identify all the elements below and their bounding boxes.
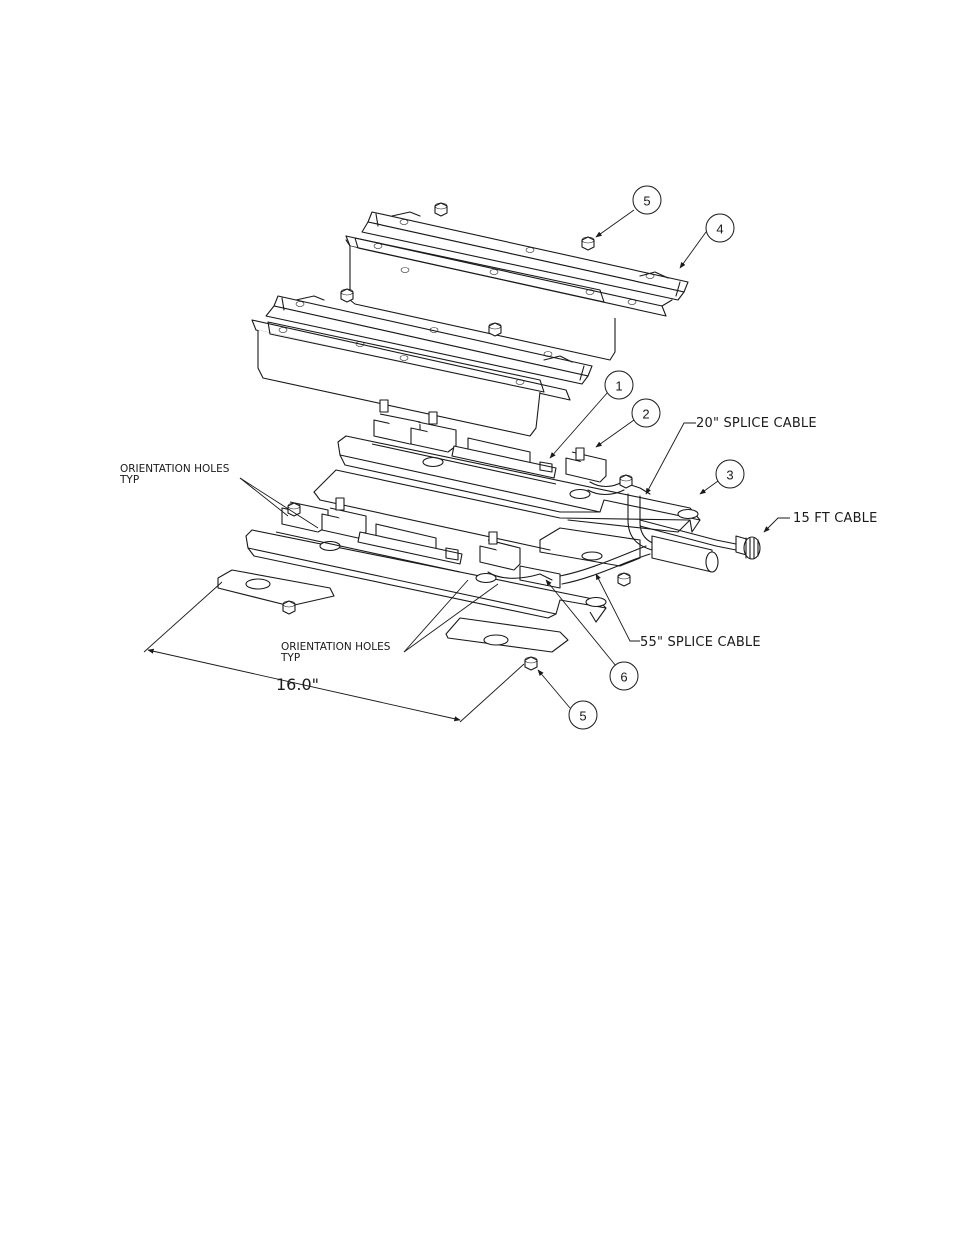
svg-text:1: 1 <box>615 379 622 394</box>
hex-nut <box>282 600 296 615</box>
hex-nut <box>524 656 538 671</box>
heater-clip-assembly-rear <box>371 399 651 496</box>
cable-connector <box>715 535 761 560</box>
top-cover-rear <box>345 211 689 361</box>
svg-text:6: 6 <box>620 670 627 685</box>
balloon-6: 6 <box>609 661 639 691</box>
svg-text:3: 3 <box>726 468 733 483</box>
label-orientation-holes-upper: ORIENTATION HOLES <box>120 463 230 475</box>
svg-text:4: 4 <box>716 222 723 237</box>
label-orientation-holes-lower: ORIENTATION HOLES <box>281 641 391 653</box>
heater-clip-assembly-front <box>275 497 561 589</box>
hex-nut <box>581 236 595 251</box>
svg-text:5: 5 <box>579 709 586 724</box>
rear-base-rail <box>313 435 701 551</box>
dimension-width <box>143 581 525 723</box>
balloon-3: 3 <box>715 459 745 489</box>
hex-nut <box>434 202 448 217</box>
hex-nut <box>619 474 633 489</box>
svg-text:2: 2 <box>642 407 649 422</box>
label-orientation-holes-lower-typ: TYP <box>280 652 300 664</box>
balloon-2: 2 <box>631 398 661 428</box>
hex-nut <box>488 322 502 337</box>
svg-text:5: 5 <box>643 194 650 209</box>
top-cover-front <box>251 295 593 437</box>
mounting-plate <box>539 527 641 567</box>
label-55-splice-cable: 55" SPLICE CABLE <box>640 635 761 650</box>
leader-lines <box>239 209 790 709</box>
hex-nut <box>617 572 631 587</box>
label-20-splice-cable: 20" SPLICE CABLE <box>696 416 817 431</box>
balloon-5-bottom: 5 <box>568 700 598 730</box>
front-base-rail <box>217 529 607 653</box>
balloon-1: 1 <box>604 370 634 400</box>
label-orientation-holes-upper-typ: TYP <box>119 474 139 486</box>
label-15-ft-cable: 15 FT CABLE <box>793 511 878 526</box>
balloon-5-top: 5 <box>632 185 662 215</box>
balloon-4: 4 <box>705 213 735 243</box>
hex-nut <box>287 502 301 517</box>
hex-nut <box>340 288 354 303</box>
dimension-label: 16.0" <box>276 675 319 694</box>
cable-junction-box <box>651 535 719 573</box>
